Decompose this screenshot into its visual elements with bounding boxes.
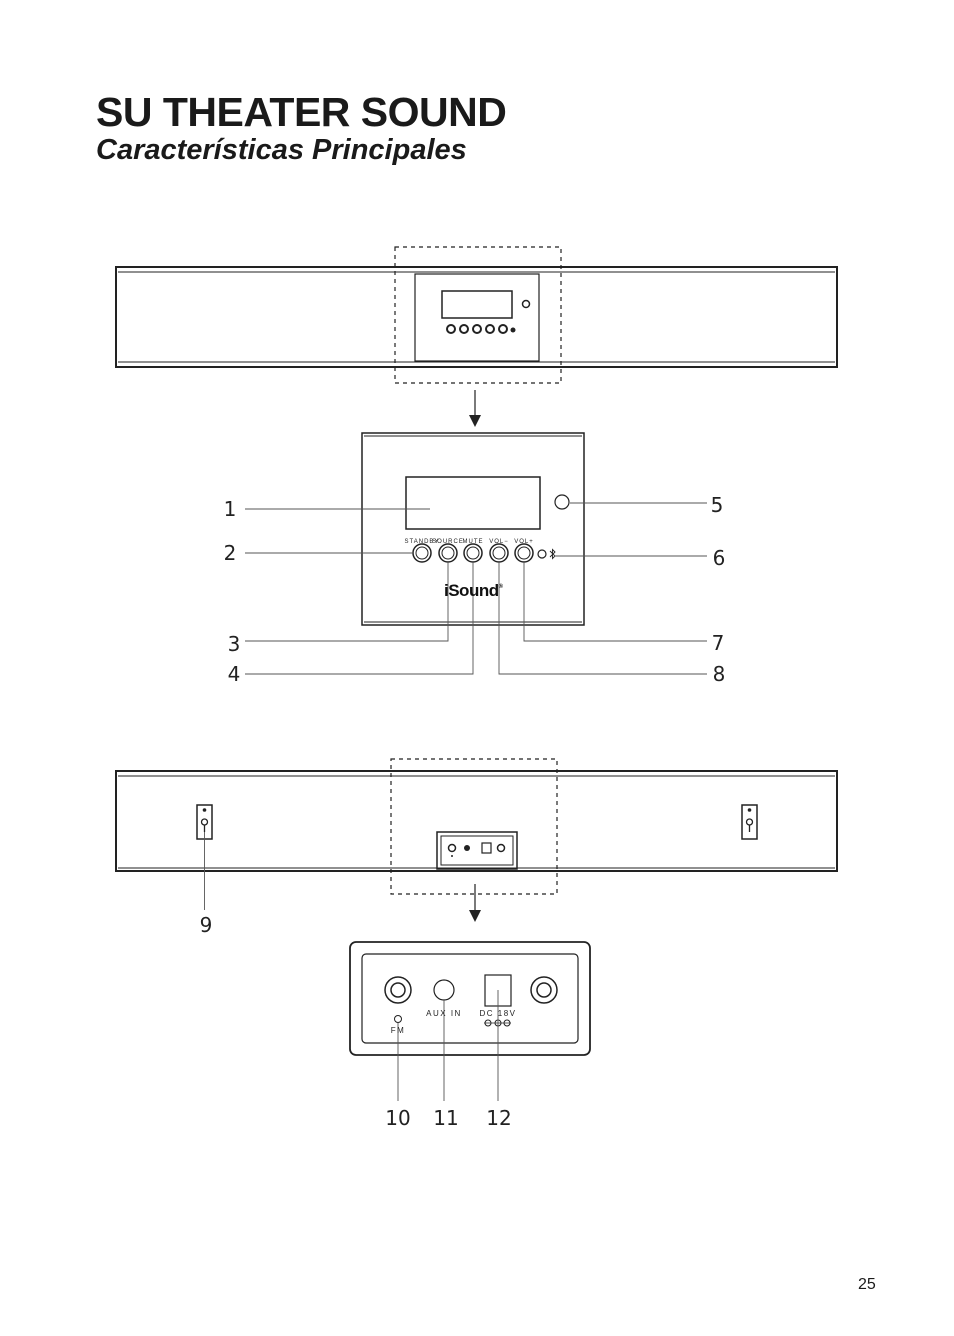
brand-registered-mark: ® [499,583,504,590]
display-window [405,476,541,530]
front-soundbar-overview [115,246,838,384]
brand-logo: iSound® [444,581,504,600]
callout-11: 11 [433,1106,458,1130]
vol-up-label: VOL+ [514,539,534,545]
callout-5: 5 [711,493,724,517]
remote-sensor [554,494,570,510]
rear-soundbar-overview [115,758,838,895]
page-title: SU THEATER SOUND [96,89,507,135]
page-subtitle: Características Principales [96,134,467,166]
speaker-jack-right [530,976,558,1004]
callout-6: 6 [713,546,726,570]
mute-label: MUTE [463,539,484,545]
brand-name: iSound [444,581,499,600]
standby-label: STANDBY [405,539,440,545]
vol-down-label: VOL− [489,539,509,545]
callout-3: 3 [228,632,241,656]
fm-antenna-jack [394,1015,402,1023]
callout-12: 12 [486,1106,511,1130]
callout-10: 10 [385,1106,410,1130]
speaker-jack-left [384,976,412,1004]
callout-8: 8 [713,662,726,686]
rear-panel-detail [349,941,591,1056]
aux-in-jack [433,979,455,1001]
wall-mount-right [741,804,758,840]
callout-9: 9 [200,913,213,937]
fm-label: FM [391,1026,406,1035]
callout-4: 4 [228,662,241,686]
callout-1: 1 [224,497,237,521]
rear-leader-lines [204,832,499,1101]
aux-in-label: AUX IN [426,1009,462,1018]
dc-label: DC 18V [479,1009,516,1018]
front-leader-lines [245,502,707,675]
bluetooth-indicator [537,549,547,559]
page-number: 25 [858,1276,876,1293]
callout-2: 2 [224,541,237,565]
callout-7: 7 [712,631,725,655]
source-label: SOURCE [432,539,464,545]
bluetooth-icon [549,548,556,560]
